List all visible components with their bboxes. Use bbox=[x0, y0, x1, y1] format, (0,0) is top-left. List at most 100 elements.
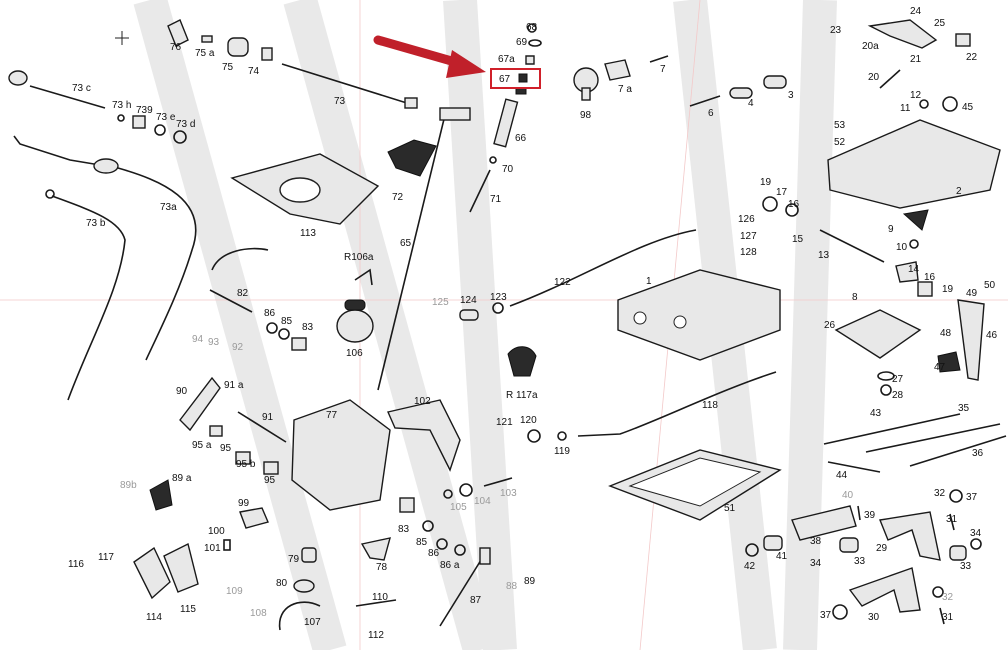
label-49: 49 bbox=[966, 288, 978, 299]
part-106-boot bbox=[336, 299, 374, 343]
label-75: 75 bbox=[222, 62, 234, 73]
label-16b: 16 bbox=[924, 272, 936, 283]
label-92: 92 bbox=[232, 342, 244, 353]
label-67: 67 bbox=[499, 74, 511, 85]
label-31b: 31 bbox=[942, 612, 954, 623]
label-8: 8 bbox=[852, 292, 858, 303]
label-127: 127 bbox=[740, 231, 757, 242]
part-31-32-33-34-37 bbox=[832, 489, 982, 625]
label-112: 112 bbox=[368, 630, 384, 641]
label-31: 31 bbox=[946, 514, 958, 525]
part-87-lever bbox=[439, 547, 491, 627]
label-85: 85 bbox=[281, 316, 293, 327]
label-77: 77 bbox=[326, 410, 338, 421]
part-90-91-lever bbox=[179, 376, 287, 475]
highlight-arrow-icon bbox=[373, 35, 486, 78]
part-65-rod bbox=[377, 107, 471, 391]
part-3-4-6-pins bbox=[689, 75, 787, 107]
label-37b: 37 bbox=[820, 610, 832, 621]
label-34: 34 bbox=[970, 528, 982, 539]
part-79-80-107-110 bbox=[278, 547, 397, 631]
label-42: 42 bbox=[744, 561, 756, 572]
label-98: 98 bbox=[580, 110, 592, 121]
label-7: 7 bbox=[660, 64, 666, 75]
label-86: 86 bbox=[264, 308, 276, 319]
label-95: 95 bbox=[220, 443, 232, 454]
part-124-123-pin bbox=[459, 302, 504, 321]
label-32b: 32 bbox=[942, 592, 954, 603]
part-20-21-22-arms bbox=[867, 19, 971, 112]
label-91a: 91 a bbox=[224, 380, 244, 391]
label-38: 38 bbox=[810, 536, 822, 547]
label-7a: 7 a bbox=[618, 84, 632, 95]
label-19: 19 bbox=[760, 177, 772, 188]
part-73c-assembly bbox=[8, 70, 187, 144]
part-R117a bbox=[507, 346, 537, 377]
label-99: 99 bbox=[238, 498, 250, 509]
label-25: 25 bbox=[934, 18, 946, 29]
label-2: 2 bbox=[956, 186, 962, 197]
part-51-gasket bbox=[608, 449, 782, 521]
label-46: 46 bbox=[986, 330, 998, 341]
label-73c: 73 c bbox=[72, 83, 91, 94]
part-78-83-85-86 bbox=[360, 497, 466, 561]
part-72-lever bbox=[387, 139, 437, 177]
part-113-plate bbox=[230, 153, 380, 225]
part-7a-7 bbox=[604, 55, 669, 81]
label-16: 16 bbox=[788, 199, 800, 210]
part-38-39-41-42 bbox=[745, 505, 861, 557]
crosshair-cursor-icon bbox=[115, 31, 129, 45]
part-77-housing bbox=[291, 399, 391, 511]
part-9-10-clip bbox=[902, 209, 929, 249]
part-R106a bbox=[354, 268, 373, 286]
label-128: 128 bbox=[740, 247, 757, 258]
label-103: 103 bbox=[500, 488, 517, 499]
label-105: 105 bbox=[450, 502, 467, 513]
part-67-highlighted bbox=[515, 23, 542, 95]
label-125: 125 bbox=[432, 297, 449, 308]
label-66: 66 bbox=[515, 133, 527, 144]
label-3: 3 bbox=[788, 90, 794, 101]
label-4: 4 bbox=[748, 98, 754, 109]
label-109: 109 bbox=[226, 586, 243, 597]
label-116: 116 bbox=[68, 559, 84, 570]
label-41: 41 bbox=[776, 551, 788, 562]
label-73: 73 bbox=[334, 96, 346, 107]
label-79: 79 bbox=[288, 554, 300, 565]
label-76: 76 bbox=[170, 42, 182, 53]
label-80: 80 bbox=[276, 578, 288, 589]
part-120-118-link bbox=[527, 371, 777, 443]
label-107: 107 bbox=[304, 617, 321, 628]
label-118: 118 bbox=[702, 400, 718, 411]
part-27-28 bbox=[877, 371, 895, 396]
part-26-plate bbox=[834, 309, 922, 359]
part-35-36-43-rods bbox=[823, 413, 1007, 473]
label-33b: 33 bbox=[960, 561, 972, 572]
label-29: 29 bbox=[876, 543, 888, 554]
label-739: 739 bbox=[136, 105, 153, 116]
part-labels: 73 c 73 h 739 73 e 73 d 73a 73 b 76 75 a… bbox=[68, 6, 998, 641]
label-120: 120 bbox=[520, 415, 537, 426]
label-44: 44 bbox=[836, 470, 848, 481]
label-106: 106 bbox=[346, 348, 363, 359]
label-126: 126 bbox=[738, 214, 755, 225]
label-40: 40 bbox=[842, 490, 854, 501]
label-24: 24 bbox=[910, 6, 922, 17]
part-73b-rod bbox=[45, 189, 126, 401]
label-110: 110 bbox=[372, 592, 388, 603]
label-19b: 19 bbox=[942, 284, 954, 295]
label-95c: 95 bbox=[264, 475, 276, 486]
label-10: 10 bbox=[896, 242, 908, 253]
label-51: 51 bbox=[724, 503, 736, 514]
part-76-knob bbox=[167, 19, 213, 47]
part-1-shift-cover bbox=[617, 269, 781, 361]
part-29-30-forks bbox=[848, 511, 941, 613]
label-89: 89 bbox=[524, 576, 536, 587]
part-46-47-lever bbox=[937, 299, 985, 381]
label-28: 28 bbox=[892, 390, 904, 401]
label-21: 21 bbox=[910, 54, 922, 65]
label-108: 108 bbox=[250, 608, 267, 619]
label-86b: 86 bbox=[428, 548, 440, 559]
label-104: 104 bbox=[474, 496, 491, 507]
label-113: 113 bbox=[300, 228, 316, 239]
